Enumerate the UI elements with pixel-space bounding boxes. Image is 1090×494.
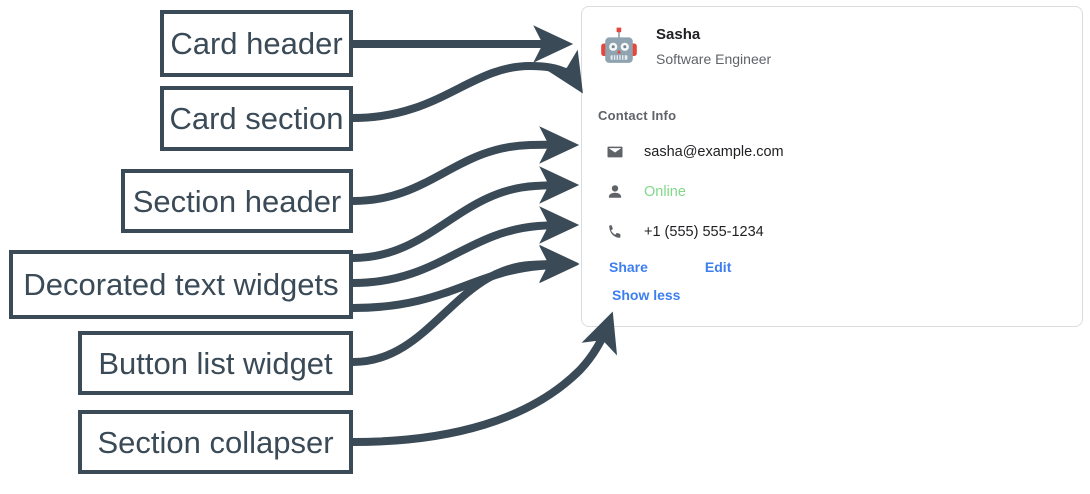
- share-button[interactable]: Share: [609, 259, 648, 275]
- annotation-section-collapser-label: Section collapser: [97, 424, 334, 460]
- annotation-decorated-text-widgets-label: Decorated text widgets: [23, 267, 339, 302]
- arrow-decorated-3: [352, 245, 580, 312]
- edit-button[interactable]: Edit: [704, 259, 732, 275]
- card-header-title: Sasha: [656, 25, 701, 43]
- annotation-card-header-label: Card header: [170, 26, 343, 61]
- annotation-decorated-text-widgets: Decorated text widgets: [9, 250, 353, 319]
- card-header-texts: Sasha Software Engineer: [656, 25, 771, 69]
- person-icon: [606, 183, 624, 201]
- annotation-section-header: Section header: [121, 169, 353, 233]
- section-header: Contact Info: [598, 108, 677, 123]
- annotation-button-list-widget-label: Button list widget: [98, 345, 333, 381]
- profile-card: Sasha Software Engineer Contact Info sas…: [581, 6, 1083, 327]
- arrow-decorated-2: [352, 206, 580, 287]
- arrow-card-section: [352, 49, 583, 122]
- decorated-text-phone: +1 (555) 555-1234: [644, 224, 764, 240]
- robot-avatar-icon: [597, 25, 641, 69]
- card-section: Contact Info sasha@example.com: [582, 86, 1082, 326]
- arrow-section-collapser: [352, 311, 618, 446]
- email-icon: [606, 143, 624, 161]
- phone-icon: [606, 223, 624, 241]
- card-header-subtitle: Software Engineer: [656, 50, 772, 67]
- decorated-text-status: Online: [644, 184, 686, 200]
- annotation-card-section: Card section: [160, 86, 353, 151]
- arrow-button-list: [352, 244, 580, 366]
- annotation-card-section-label: Card section: [169, 101, 344, 136]
- annotation-section-collapser: Section collapser: [78, 410, 353, 474]
- annotation-section-header-label: Section header: [132, 183, 342, 219]
- decorated-text-row-email: sasha@example.com: [606, 140, 784, 164]
- button-list-widget: Share Edit: [609, 259, 731, 275]
- section-collapser-button[interactable]: Show less: [612, 287, 681, 303]
- decorated-text-row-phone: +1 (555) 555-1234: [606, 220, 764, 244]
- decorated-text-email: sasha@example.com: [644, 144, 784, 160]
- arrow-decorated-1: [352, 166, 580, 262]
- annotation-card-header: Card header: [160, 10, 353, 77]
- decorated-text-row-status: Online: [606, 180, 686, 204]
- card-header: Sasha Software Engineer: [582, 7, 1082, 86]
- arrow-section-header: [352, 126, 580, 205]
- annotation-button-list-widget: Button list widget: [78, 331, 353, 395]
